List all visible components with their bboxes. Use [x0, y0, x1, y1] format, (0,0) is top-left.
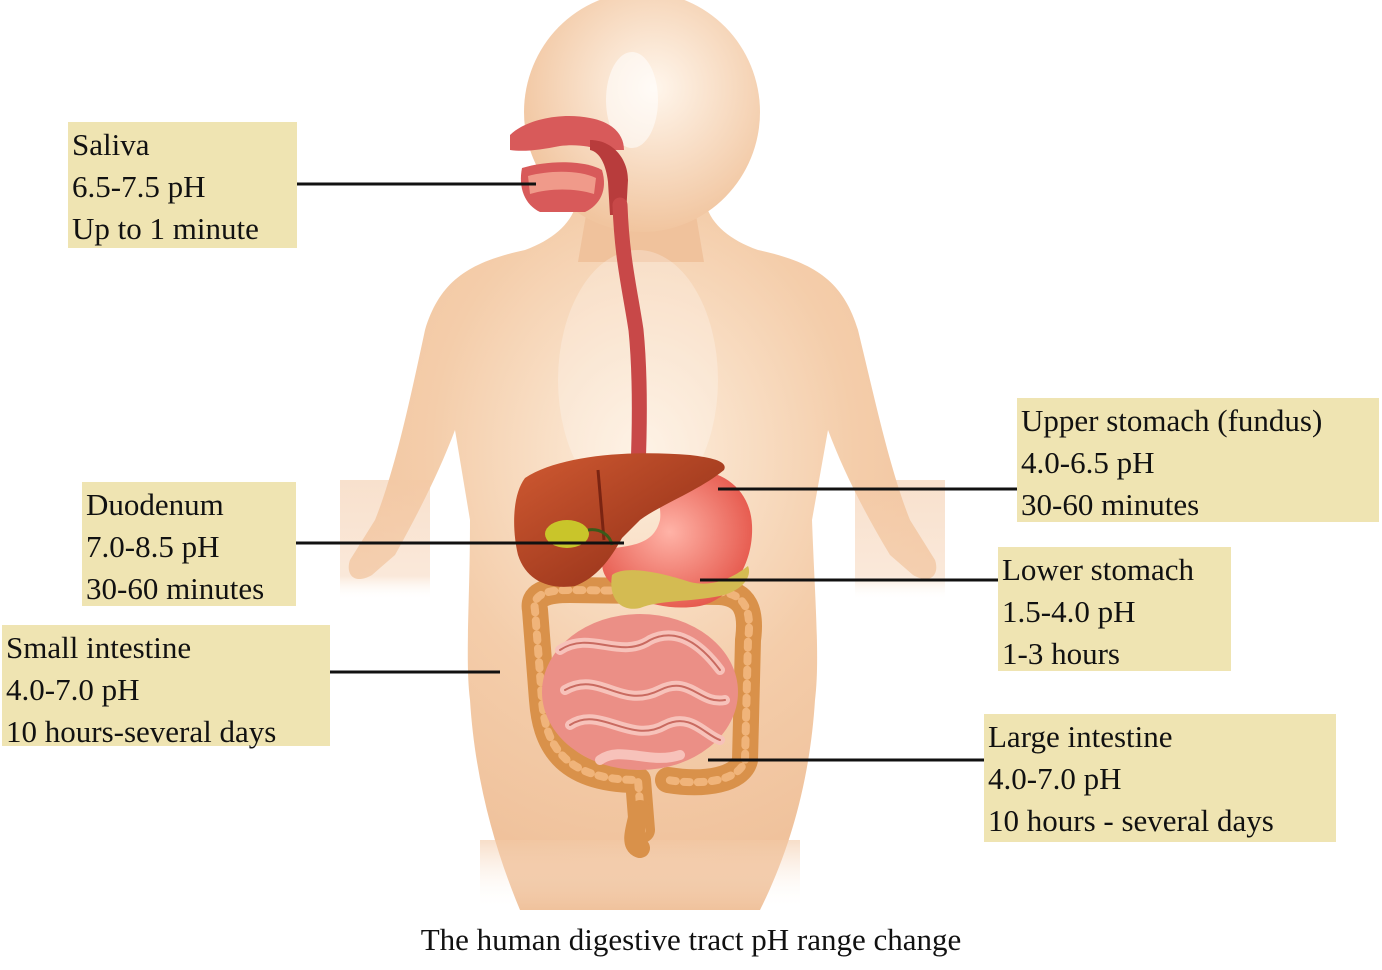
liver — [514, 453, 725, 587]
pancreas — [611, 566, 750, 609]
label-upper-stomach-name: Upper stomach (fundus) — [1021, 403, 1323, 438]
label-saliva-time: Up to 1 minute — [72, 211, 259, 246]
label-duodenum-ph: 7.0-8.5 pH — [86, 529, 220, 564]
leader-lines — [296, 182, 1019, 762]
label-small-intestine-time: 10 hours-several days — [6, 714, 277, 749]
label-lower-stomach-name: Lower stomach — [1002, 552, 1194, 587]
esophagus — [612, 197, 647, 478]
label-upper-stomach: Upper stomach (fundus) 4.0-6.5 pH 30-60 … — [1017, 398, 1379, 522]
label-lower-stomach-time: 1-3 hours — [1002, 636, 1120, 671]
label-large-intestine-time: 10 hours - several days — [988, 803, 1274, 838]
label-saliva: Saliva 6.5-7.5 pH Up to 1 minute — [68, 122, 297, 248]
mouth — [510, 115, 628, 215]
label-large-intestine-name: Large intestine — [988, 719, 1173, 754]
label-duodenum-name: Duodenum — [86, 487, 224, 522]
label-lower-stomach: Lower stomach 1.5-4.0 pH 1-3 hours — [998, 547, 1231, 671]
label-lower-stomach-ph: 1.5-4.0 pH — [1002, 594, 1136, 629]
label-saliva-ph: 6.5-7.5 pH — [72, 169, 206, 204]
label-small-intestine-ph: 4.0-7.0 pH — [6, 672, 140, 707]
label-large-intestine-ph: 4.0-7.0 pH — [988, 761, 1122, 796]
figure-caption: The human digestive tract pH range chang… — [420, 922, 962, 957]
label-upper-stomach-time: 30-60 minutes — [1021, 487, 1200, 522]
small-intestine — [542, 614, 738, 770]
label-duodenum: Duodenum 7.0-8.5 pH 30-60 minutes — [82, 482, 296, 606]
gallbladder — [545, 520, 589, 548]
label-small-intestine: Small intestine 4.0-7.0 pH 10 hours-seve… — [2, 625, 330, 749]
label-large-intestine: Large intestine 4.0-7.0 pH 10 hours - se… — [984, 714, 1336, 842]
label-small-intestine-name: Small intestine — [6, 630, 192, 665]
label-saliva-name: Saliva — [72, 127, 150, 162]
label-duodenum-time: 30-60 minutes — [86, 571, 265, 606]
label-upper-stomach-ph: 4.0-6.5 pH — [1021, 445, 1155, 480]
